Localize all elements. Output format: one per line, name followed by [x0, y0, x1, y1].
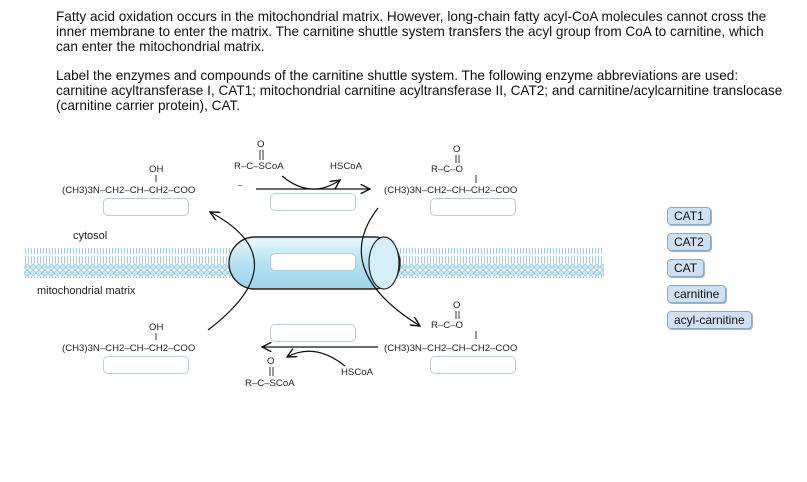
svg-text:OH: OH [149, 164, 163, 175]
intro-paragraph-1: Fatty acid oxidation occurs in the mitoc… [56, 9, 767, 54]
svg-text:OH: OH [149, 322, 163, 333]
acylcarnitine-cytosol-structure: O R–C–O (CH3)3N–CH2–CH–CH2–COO [384, 144, 517, 196]
hscoa-matrix-label: HSCoA [341, 367, 374, 378]
drop-box-carnitine-cytosol[interactable] [103, 198, 189, 216]
matrix-label: mitochondrial matrix [37, 285, 136, 297]
answer-chip-cat[interactable]: CAT [667, 259, 705, 277]
svg-text:–: – [238, 182, 242, 189]
arrow-acylcarnitine-import [360, 207, 420, 326]
hscoa-cytosol-label: HSCoA [330, 161, 363, 172]
answer-chip-cat2[interactable]: CAT2 [667, 233, 711, 251]
cytosol-label: cytosol [73, 230, 107, 242]
carnitine-cytosol-structure: OH (CH3)3N–CH2–CH–CH2–COO – [62, 164, 242, 196]
svg-text:O: O [453, 300, 460, 311]
svg-text:(CH3)3N–CH2–CH–CH2–COO: (CH3)3N–CH2–CH–CH2–COO [62, 343, 195, 354]
acyl-coa-matrix-structure: O R–C–SCoA [245, 356, 295, 389]
reaction-arrow-cytosol [256, 175, 370, 189]
drop-box-translocase[interactable] [270, 253, 356, 271]
arrow-carnitine-return [207, 212, 256, 331]
svg-text:R–C–SCoA: R–C–SCoA [245, 378, 295, 389]
drop-box-enzyme-cytosol[interactable] [270, 193, 356, 211]
svg-text:O: O [453, 144, 460, 155]
acylcarnitine-matrix-structure: O R–C–O (CH3)3N–CH2–CH–CH2–COO [384, 300, 517, 354]
svg-text:O: O [257, 139, 264, 150]
answer-chip-carnitine[interactable]: carnitine [667, 285, 727, 303]
svg-text:(CH3)3N–CH2–CH–CH2–COO: (CH3)3N–CH2–CH–CH2–COO [384, 185, 517, 196]
drop-box-enzyme-matrix[interactable] [270, 324, 356, 342]
carnitine-matrix-structure: OH (CH3)3N–CH2–CH–CH2–COO [62, 322, 195, 354]
svg-text:R–C–SCoA: R–C–SCoA [234, 161, 284, 172]
acyl-coa-cytosol-structure: O R–C–SCoA [234, 139, 284, 172]
svg-text:(CH3)3N–CH2–CH–CH2–COO: (CH3)3N–CH2–CH–CH2–COO [384, 343, 517, 354]
svg-text:O: O [267, 356, 274, 367]
svg-text:R–C–O: R–C–O [431, 320, 463, 331]
intro-paragraph-2: Label the enzymes and compounds of the c… [56, 68, 783, 113]
drop-box-carnitine-matrix[interactable] [103, 356, 189, 374]
answer-chip-acyl-carnitine[interactable]: acyl-carnitine [667, 311, 752, 329]
answer-chip-cat1[interactable]: CAT1 [667, 207, 711, 225]
drop-box-acylcarnitine-cytosol[interactable] [430, 198, 516, 216]
svg-text:(CH3)3N–CH2–CH–CH2–COO: (CH3)3N–CH2–CH–CH2–COO [62, 185, 195, 196]
svg-text:R–C–O: R–C–O [431, 164, 463, 175]
drop-box-acylcarnitine-matrix[interactable] [430, 356, 516, 374]
reaction-arrow-matrix [262, 347, 378, 367]
